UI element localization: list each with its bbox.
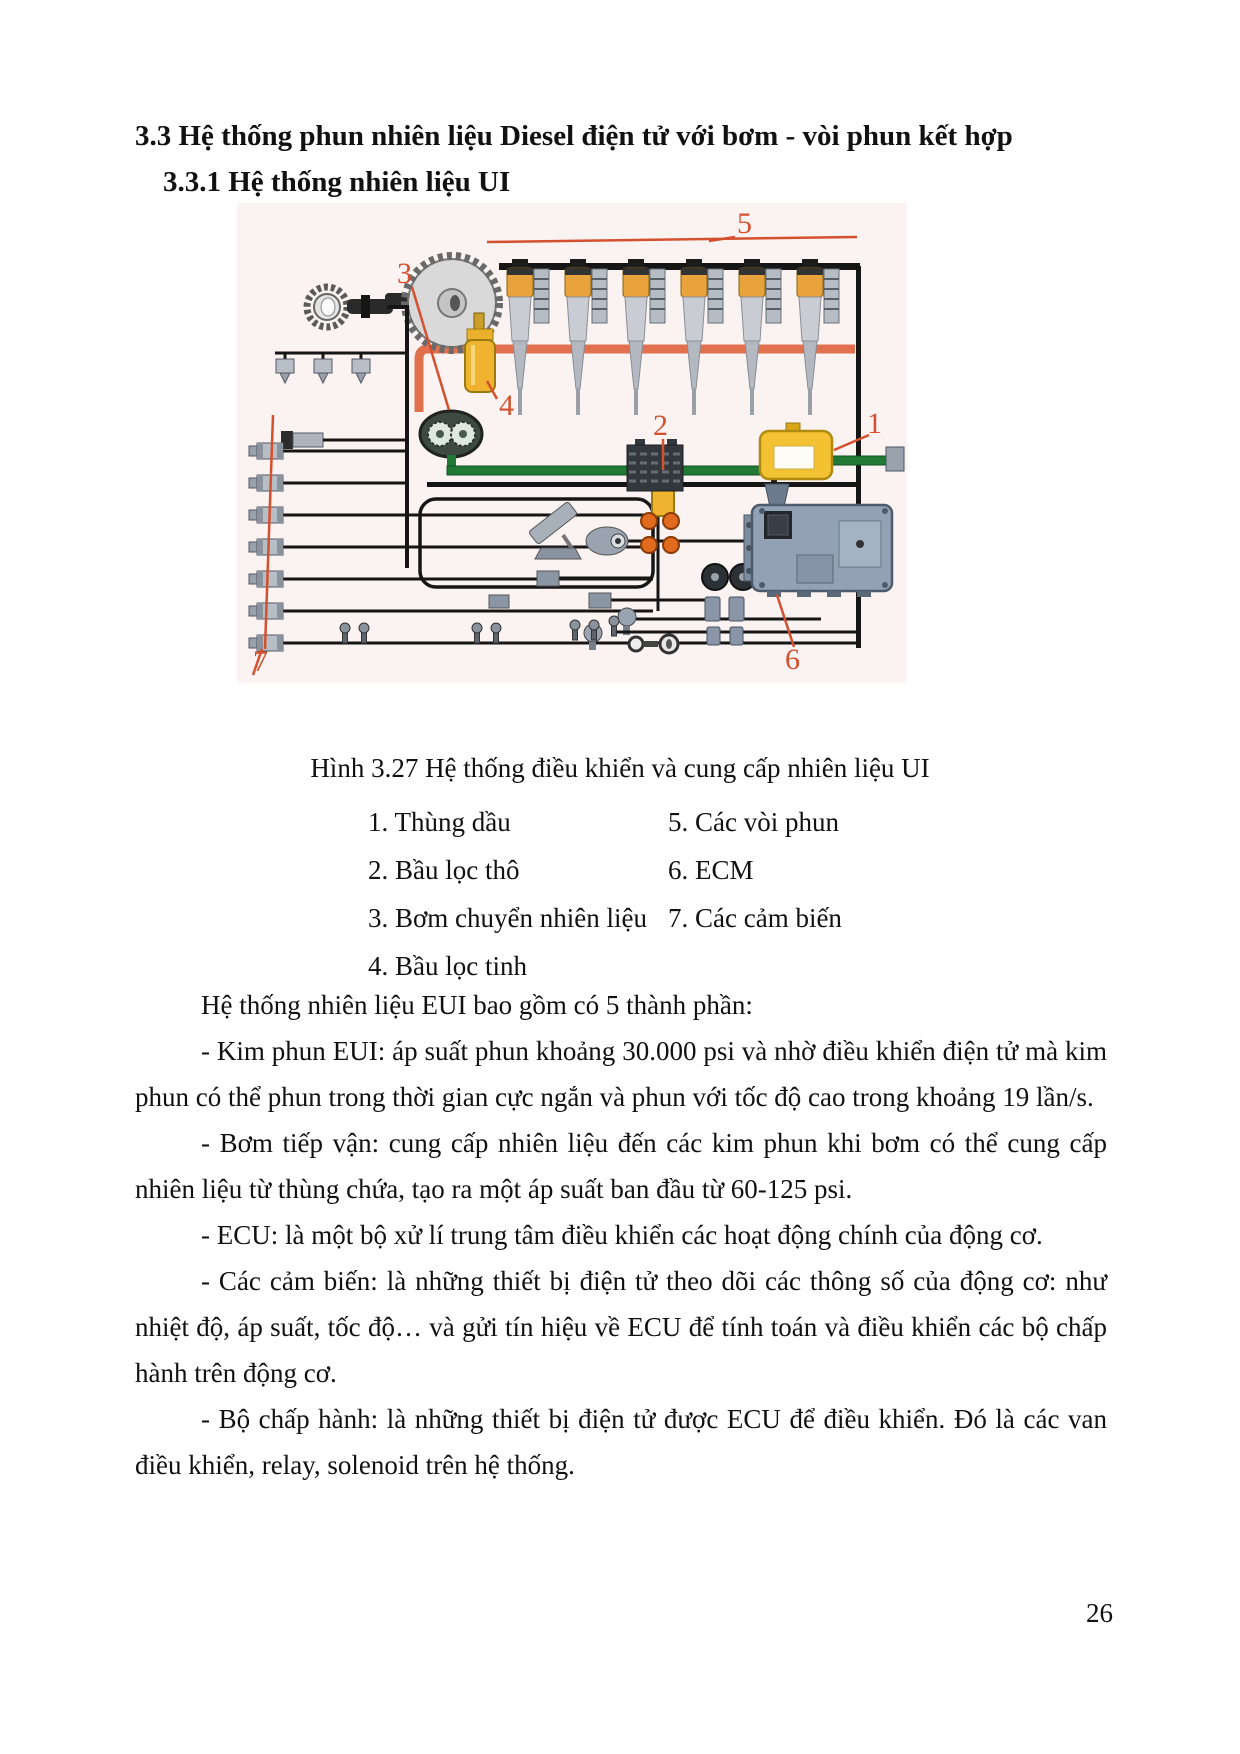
figure-legend: 1. Thùng dầu 5. Các vòi phun 2. Bầu lọc …	[368, 798, 842, 990]
cooler-grid	[626, 439, 684, 492]
subsection-heading: 3.3.1 Hệ thống nhiên liệu UI	[163, 166, 511, 198]
tank-ecm-wire	[771, 477, 777, 487]
misc-sensors	[488, 570, 858, 650]
page-number: 26	[1086, 1598, 1113, 1628]
legend-row: 3. Bơm chuyển nhiên liệu 7. Các cảm biến	[368, 894, 842, 942]
label-6: 6	[785, 643, 800, 676]
connector-pins	[640, 512, 680, 554]
timing-gear-small	[303, 283, 393, 331]
paragraph-actuators: - Bộ chấp hành: là những thiết bị điện t…	[135, 1404, 1107, 1480]
legend-item-7: 7. Các cảm biến	[668, 902, 842, 933]
fuel-return-pipe	[414, 344, 855, 412]
legend-item-4: 4. Bầu lọc tinh	[368, 950, 527, 981]
paragraph-intro: Hệ thống nhiên liệu EUI bao gồm có 5 thà…	[201, 990, 753, 1020]
harness-connectors	[704, 596, 745, 646]
injector-group-pointer-line	[486, 235, 858, 244]
paragraph-ecu: - ECU: là một bộ xử lí trung tâm điều kh…	[201, 1220, 1043, 1250]
section-heading: 3.3 Hệ thống phun nhiên liệu Diesel điện…	[135, 120, 1013, 152]
label-1: 1	[867, 407, 882, 440]
legend-item-3: 3. Bơm chuyển nhiên liệu	[368, 902, 647, 933]
paragraph-sensors: - Các cảm biến: là những thiết bị điện t…	[135, 1266, 1107, 1388]
fuel-system-diagram: 1 2 3 4 5 6 7	[237, 203, 907, 683]
figure-diagram: 1 2 3 4 5 6 7	[237, 203, 907, 683]
body-text: Hệ thống nhiên liệu EUI bao gồm có 5 thà…	[135, 982, 1107, 1488]
fine-fuel-filter	[464, 312, 496, 393]
label-3: 3	[397, 257, 412, 290]
injector-wiring-bus	[499, 263, 860, 270]
legend-row: 2. Bầu lọc thô 6. ECM	[368, 846, 842, 894]
ecm-module	[743, 483, 894, 597]
fuel-transfer-pump	[418, 409, 484, 459]
label-2: 2	[653, 409, 668, 442]
label-5: 5	[737, 207, 752, 240]
left-harness	[275, 305, 409, 568]
accelerator-pedal	[529, 502, 582, 560]
legend-row: 1. Thùng dầu 5. Các vòi phun	[368, 798, 842, 846]
fuel-tank	[758, 422, 834, 481]
legend-item-2: 2. Bầu lọc thô	[368, 854, 520, 885]
label-7: 7	[253, 645, 268, 678]
figure-number-labels: 1 2 3 4 5 6 7	[251, 207, 882, 678]
legend-item-1: 1. Thùng dầu	[368, 806, 511, 837]
fuel-supply-line	[446, 446, 905, 476]
legend-item-5: 5. Các vòi phun	[668, 806, 839, 837]
speed-sensor	[281, 431, 407, 449]
cam-sensors-cluster	[275, 358, 371, 385]
engine-sensors-column	[248, 442, 858, 652]
figure-caption: Hình 3.27 Hệ thống điều khiển và cung cấ…	[310, 753, 930, 783]
legend-item-6: 6. ECM	[668, 854, 754, 885]
label-4: 4	[499, 389, 514, 422]
legend-row: 4. Bầu lọc tinh	[368, 942, 842, 990]
paragraph-injector: - Kim phun EUI: áp suất phun khoảng 30.0…	[135, 1036, 1107, 1112]
ignition-key-icon	[627, 633, 680, 655]
paragraph-transfer-pump: - Bơm tiếp vận: cung cấp nhiên liệu đến …	[135, 1128, 1107, 1204]
